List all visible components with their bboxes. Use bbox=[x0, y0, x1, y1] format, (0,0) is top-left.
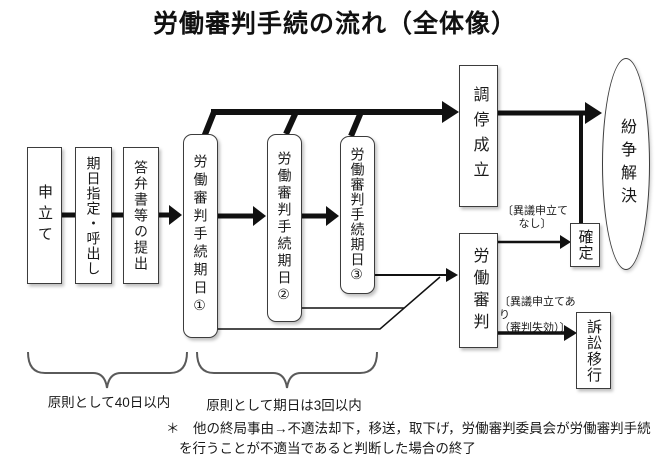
node-session3: 労働審判手続期日③ bbox=[340, 136, 375, 294]
node-session2: 労働審判手続期日② bbox=[267, 134, 302, 322]
node-final-binding-label: 確定 bbox=[576, 229, 594, 261]
page-title: 労働審判手続の流れ（全体像） bbox=[152, 10, 517, 38]
arrow-tribunal-to-final-head bbox=[560, 235, 571, 249]
node-session1-label: 労働審判手続期日① bbox=[192, 154, 209, 318]
brace-within-40-days bbox=[27, 351, 188, 389]
arrow-mediation-to-resolution-head bbox=[585, 102, 602, 124]
edge-label-no-objection: 〔異議申立て なし〕 bbox=[502, 205, 568, 231]
node-date-summons: 期日指定・呼出し bbox=[75, 147, 112, 284]
node-session3-label: 労働審判手続期日③ bbox=[349, 146, 366, 284]
arrow-tribunal-to-litigation-head bbox=[564, 325, 577, 341]
footnote-line1: ＊ 他の終局事由→不適法却下，移送，取下げ，労働審判委員会が労働審判手続 bbox=[166, 421, 651, 436]
node-litigation-transfer-label: 訴訟移行 bbox=[585, 318, 602, 383]
node-answer-docs: 答弁書等の提出 bbox=[123, 147, 159, 284]
edge-label-objection-filed: 〔異議申立てあり （審判失効）〕 bbox=[499, 296, 576, 335]
node-dispute-resolution: 紛争解決 bbox=[602, 58, 650, 270]
node-date-summons-label: 期日指定・呼出し bbox=[85, 155, 102, 276]
brace-label-max-3-sessions: 原則として期日は3回以内 bbox=[206, 398, 362, 413]
arrow-topline-to-mediation-head bbox=[442, 101, 459, 123]
node-session2-label: 労働審判手続期日② bbox=[276, 150, 293, 306]
arrow-session2-to-session3-head bbox=[326, 206, 339, 226]
node-answer-docs-label: 答弁書等の提出 bbox=[133, 159, 149, 272]
brace-label-within-40-days: 原則として40日以内 bbox=[47, 395, 171, 410]
node-litigation-transfer: 訴訟移行 bbox=[576, 312, 611, 389]
footnote-line2: を行うことが不適当であると判断した場合の終了 bbox=[179, 441, 476, 456]
stub-session2-to-topline bbox=[283, 110, 299, 136]
node-dispute-resolution-label: 紛争解決 bbox=[618, 118, 635, 210]
node-mediation-success: 調停成立 bbox=[459, 65, 498, 207]
node-final-binding: 確定 bbox=[570, 223, 600, 267]
node-mediation-success-label: 調停成立 bbox=[470, 86, 488, 186]
node-labor-tribunal: 労働審判 bbox=[459, 233, 498, 348]
brace-max-3-sessions bbox=[196, 351, 378, 389]
node-filing-label: 申立て bbox=[36, 184, 53, 247]
arrow-session1-to-session2-head bbox=[253, 206, 266, 226]
node-session1: 労働審判手続期日① bbox=[183, 134, 218, 338]
stub-session1-to-topline bbox=[201, 110, 217, 139]
node-labor-tribunal-label: 労働審判 bbox=[470, 246, 488, 335]
stub-session3-to-topline bbox=[348, 110, 364, 138]
arrow-session3-to-tribunal-head bbox=[446, 268, 458, 282]
node-filing: 申立て bbox=[27, 147, 62, 284]
link-session1-to-tribunal bbox=[217, 276, 441, 330]
arrow-answer-to-session1-head bbox=[169, 205, 182, 225]
